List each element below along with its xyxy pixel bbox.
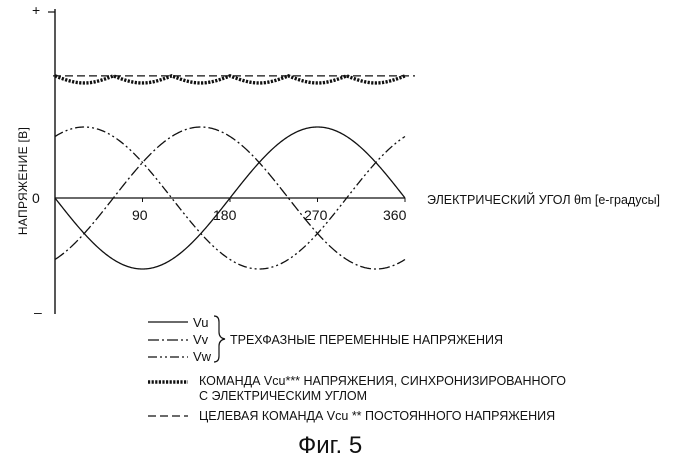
y-tick-zero: 0 — [32, 190, 40, 206]
series-line-vcu-heavy-dotted — [55, 76, 405, 83]
figure-caption: Фиг. 5 — [298, 432, 362, 460]
legend-label-vu: Vu — [193, 315, 208, 330]
x-tick-90: 90 — [132, 207, 148, 223]
x-axis-label: ЭЛЕКТРИЧЕСКИЙ УГОЛ θm [е-градусы] — [427, 193, 660, 207]
x-tick-270: 270 — [304, 207, 327, 223]
legend-sync-line1: КОМАНДА Vcu*** НАПРЯЖЕНИЯ, СИНХРОНИЗИРОВ… — [199, 374, 566, 388]
chart-series — [53, 76, 415, 269]
y-tick-plus: + — [32, 2, 40, 18]
x-tick-180: 180 — [213, 207, 236, 223]
legend-three-phase: ТРЕХФАЗНЫЕ ПЕРЕМЕННЫЕ НАПРЯЖЕНИЯ — [230, 333, 503, 347]
y-axis-label: НАПРЯЖЕНИЕ [В] — [16, 106, 30, 256]
legend-label-vw: Vw — [193, 349, 211, 364]
chart-axes — [48, 9, 405, 314]
legend-sync-line2: С ЭЛЕКТРИЧЕСКИМ УГЛОМ — [199, 389, 367, 403]
x-tick-360: 360 — [383, 207, 406, 223]
y-tick-minus: – — [34, 304, 42, 320]
legend-label-vv: Vv — [193, 332, 208, 347]
legend-brace — [214, 316, 225, 362]
legend-target: ЦЕЛЕВАЯ КОМАНДА Vcu ** ПОСТОЯННОГО НАПРЯ… — [199, 409, 555, 423]
